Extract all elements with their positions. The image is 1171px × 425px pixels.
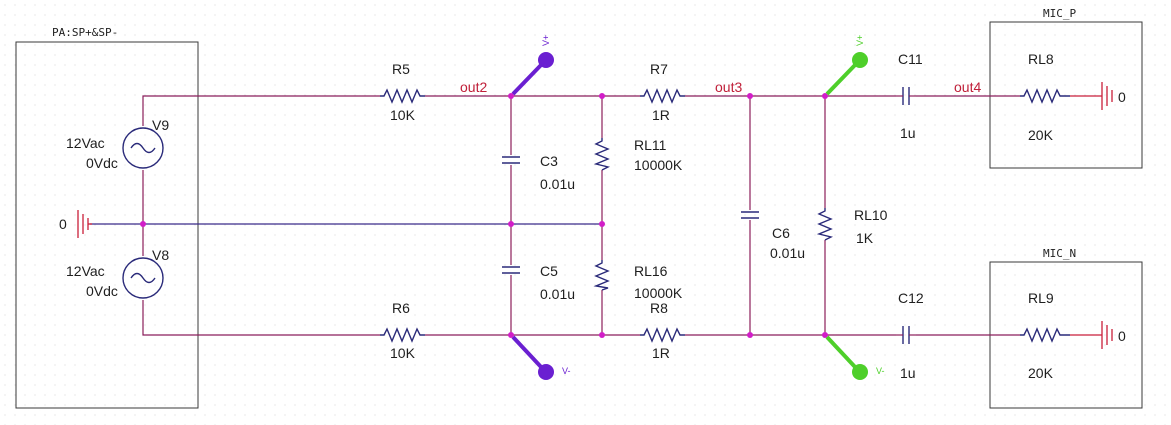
wires [90, 95, 1020, 336]
resistor-r5-ref: R5 [392, 61, 410, 77]
source-block[interactable]: PA:SP+&SP- [15, 26, 199, 409]
capacitor-c11[interactable]: C11 1u [896, 51, 923, 141]
resistor-r6-value: 10K [390, 345, 416, 361]
capacitor-c11-ref: C11 [898, 51, 923, 67]
resistor-rl11-value: 10000K [634, 157, 683, 173]
resistor-r5-value: 10K [390, 107, 416, 123]
resistor-rl16-value: 10000K [634, 285, 683, 301]
resistor-r8[interactable]: R8 1R [640, 300, 685, 361]
capacitor-c11-value: 1u [900, 125, 916, 141]
probe-vplus-purple[interactable]: V+ [511, 35, 554, 96]
ground-label-mic-p: 0 [1118, 89, 1126, 105]
resistor-r6-ref: R6 [392, 300, 410, 316]
capacitor-c3[interactable]: C3 0.01u [502, 153, 575, 192]
resistor-rl11[interactable]: RL11 10000K [593, 137, 683, 173]
resistor-rl16-ref: RL16 [634, 263, 668, 279]
resistor-r6[interactable]: R6 10K [380, 300, 425, 361]
mic-p-block[interactable]: MIC_P [989, 7, 1143, 169]
ground-symbol-mic-n: 0 [1070, 321, 1126, 349]
junction-dot [508, 332, 514, 338]
mic-n-title: MIC_N [1043, 247, 1076, 260]
source-v9-ac: 12Vac [66, 135, 105, 151]
junction-dot [508, 221, 514, 227]
junction-dot [140, 221, 146, 227]
probe-vplus-purple-label: V+ [541, 35, 551, 46]
ground-label-mic-n: 0 [1118, 328, 1126, 344]
source-v8-ref: V8 [152, 247, 169, 263]
source-v8-ac: 12Vac [66, 263, 105, 279]
mic-p-title: MIC_P [1043, 7, 1076, 20]
resistor-rl10-ref: RL10 [854, 207, 888, 223]
junction-dot [599, 93, 605, 99]
probe-vminus-purple-label: V- [562, 366, 571, 376]
source-v9-ref: V9 [152, 117, 169, 133]
source-v8[interactable]: V8 12Vac 0Vdc [66, 247, 169, 299]
resistor-rl9[interactable]: RL9 20K [1020, 290, 1070, 381]
capacitor-c12-ref: C12 [898, 290, 924, 306]
resistor-rl9-ref: RL9 [1028, 290, 1054, 306]
capacitor-c3-ref: C3 [540, 153, 558, 169]
probe-vminus-green[interactable]: V- [825, 335, 885, 380]
resistor-rl11-ref: RL11 [634, 137, 667, 153]
probe-vplus-green[interactable]: V+ [825, 35, 868, 96]
resistor-rl10-value: 1K [856, 230, 874, 246]
resistor-r7-value: 1R [652, 107, 670, 123]
resistor-rl8-ref: RL8 [1028, 51, 1054, 67]
capacitor-c6[interactable]: C6 0.01u [741, 211, 805, 261]
ground-symbol-mic-p: 0 [1070, 82, 1126, 110]
resistor-rl8-value: 20K [1028, 127, 1054, 143]
capacitor-c6-value: 0.01u [770, 245, 805, 261]
net-label-out3: out3 [715, 79, 742, 95]
ground-label-left: 0 [59, 216, 67, 232]
resistor-rl16[interactable]: RL16 10000K [593, 260, 683, 301]
source-v9[interactable]: V9 12Vac 0Vdc [66, 117, 169, 171]
junction-dot [822, 93, 828, 99]
capacitor-c5-ref: C5 [540, 263, 558, 279]
junction-dot [747, 332, 753, 338]
net-label-out4: out4 [954, 79, 981, 95]
resistor-rl8[interactable]: RL8 20K [1020, 51, 1070, 143]
junction-dot [822, 332, 828, 338]
resistor-r7-ref: R7 [650, 61, 668, 77]
resistor-r5[interactable]: R5 10K [380, 61, 425, 123]
resistor-r8-ref: R8 [650, 300, 668, 316]
probe-vminus-purple[interactable]: V- [511, 335, 571, 380]
capacitor-c12-value: 1u [900, 365, 916, 381]
capacitor-c6-ref: C6 [772, 225, 790, 241]
junction-dot [599, 332, 605, 338]
ground-symbol-left: 0 [59, 210, 92, 238]
junctions [140, 93, 828, 338]
capacitor-c12[interactable]: C12 1u [896, 290, 924, 381]
source-v8-dc: 0Vdc [86, 283, 118, 299]
junction-dot [747, 93, 753, 99]
resistor-r8-value: 1R [652, 345, 670, 361]
net-label-out2: out2 [460, 79, 487, 95]
capacitor-c3-value: 0.01u [540, 176, 575, 192]
junction-dot [599, 221, 605, 227]
resistor-r7[interactable]: R7 1R [640, 61, 685, 123]
capacitor-c5-value: 0.01u [540, 286, 575, 302]
probe-vminus-green-label: V- [876, 366, 885, 376]
capacitor-c5[interactable]: C5 0.01u [502, 263, 575, 302]
resistor-rl9-value: 20K [1028, 365, 1054, 381]
resistor-rl10[interactable]: RL10 1K [816, 207, 888, 246]
source-v9-dc: 0Vdc [86, 155, 118, 171]
junction-dot [508, 93, 514, 99]
probe-vplus-green-label: V+ [855, 35, 865, 46]
source-block-title: PA:SP+&SP- [52, 26, 118, 39]
